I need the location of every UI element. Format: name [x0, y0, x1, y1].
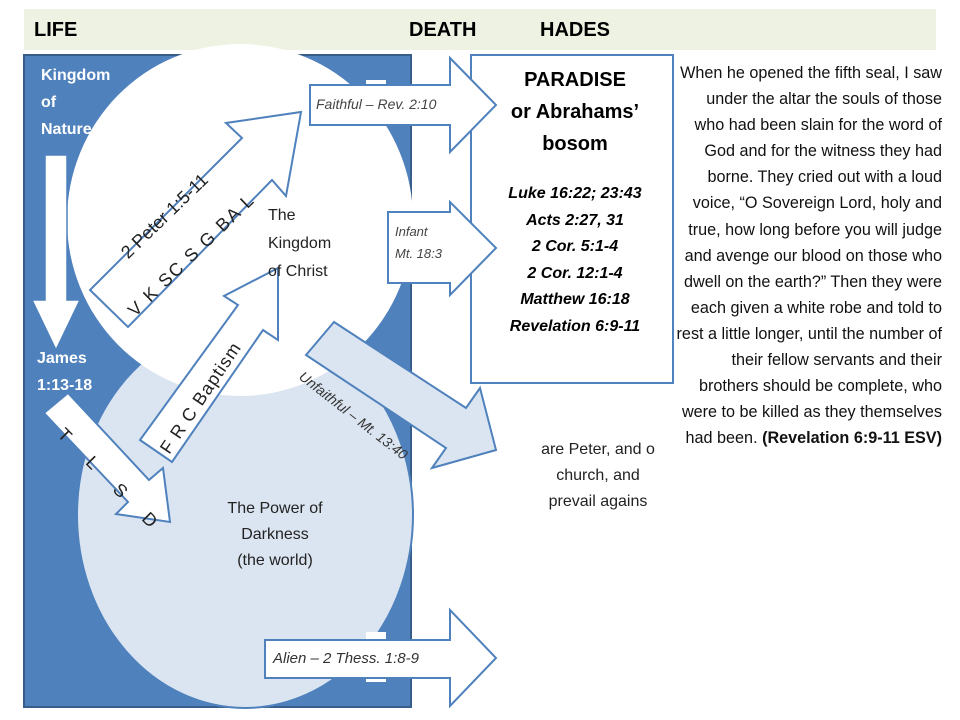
infant-label: Infant Mt. 18:3	[395, 224, 442, 261]
quote-citation: (Revelation 6:9-11 ESV)	[762, 429, 942, 448]
power-darkness-label: The Power of Darkness (the world)	[227, 500, 323, 569]
alien-arrow	[264, 607, 498, 709]
unfaithful-arrow	[304, 320, 498, 470]
paradise-ref: Luke 16:22; 23:43	[508, 185, 642, 202]
paradise-ref: Revelation 6:9-11	[509, 317, 641, 335]
paradise-title: PARADISE or Abrahams’ bosom	[510, 69, 640, 155]
alien-label: Alien – 2 Thess. 1:8-9	[273, 650, 419, 667]
partial-hidden-text: are Peter, and o church, and prevail aga…	[541, 441, 655, 510]
header-death: DEATH	[409, 19, 477, 41]
paradise-ref: Acts 2:27, 31	[526, 211, 624, 229]
faithful-arrow	[309, 55, 498, 155]
header-bar: LIFE DEATH HADES	[24, 9, 936, 50]
baptism-arrow	[138, 266, 279, 464]
paradise-ref: 2 Cor. 5:1-4	[531, 238, 619, 255]
header-life: LIFE	[34, 19, 78, 41]
james-label: James 1:13-18	[37, 350, 93, 394]
peter-arrow	[88, 110, 303, 329]
header-hades: HADES	[540, 19, 611, 41]
paradise-box	[470, 54, 674, 384]
kingdom-nature-label: Kingdom of Nature	[41, 67, 111, 138]
nature-down-arrow	[30, 154, 82, 352]
tlsd-arrow	[42, 391, 172, 524]
christ-circle	[67, 44, 413, 396]
paradise-ref: Matthew 16:18	[520, 291, 630, 308]
paradise-ref: 2 Cor. 12:1-4	[527, 264, 623, 282]
infant-arrow	[387, 199, 498, 298]
faithful-label: Faithful – Rev. 2:10	[316, 96, 437, 112]
kingdom-christ-label: The Kingdom of Christ	[268, 207, 332, 280]
scripture-quote: When he opened the fifth seal, I saw und…	[676, 60, 942, 451]
quote-body: When he opened the fifth seal, I saw und…	[676, 64, 942, 448]
paradise-refs: Luke 16:22; 23:43 Acts 2:27, 31 2 Cor. 5…	[480, 181, 670, 340]
